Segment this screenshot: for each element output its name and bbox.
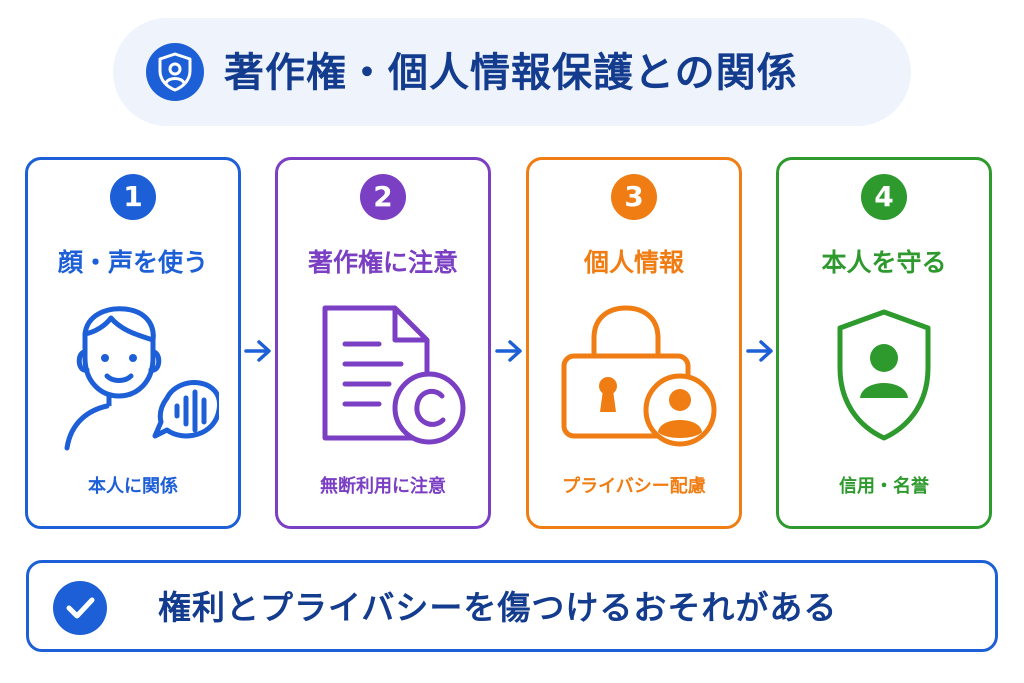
step-subtitle: 本人に関係 (88, 476, 178, 497)
user-shield-icon (146, 43, 204, 101)
step-title: 顔・声を使う (57, 248, 208, 277)
step-subtitle: プライバシー配慮 (562, 476, 706, 497)
face-voice-icon (49, 298, 222, 462)
copyright-document-icon (299, 298, 469, 462)
arrow-right-icon (746, 340, 773, 362)
step-title: 個人情報 (583, 248, 684, 277)
step-number-badge: 1 (110, 174, 156, 220)
shield-person-icon (800, 298, 970, 462)
step-title: 著作権に注意 (307, 248, 458, 277)
step-subtitle: 信用・名誉 (839, 476, 929, 497)
arrow-right-icon (495, 340, 522, 362)
lock-person-icon (550, 298, 720, 462)
step-number-badge: 2 (360, 174, 406, 220)
step-card-4: 4 本人を守る 信用・名誉 (776, 157, 992, 529)
step-card-3: 3 個人情報 プライバシー配慮 (526, 157, 742, 529)
step-number-badge: 3 (611, 174, 657, 220)
conclusion-text: 権利とプライバシーを傷つけるおそれがある (158, 588, 838, 627)
step-number-badge: 4 (861, 174, 907, 220)
page-title: 著作権・個人情報保護との関係 (224, 50, 798, 96)
conclusion-box (26, 560, 998, 652)
arrow-right-icon (244, 340, 271, 362)
step-subtitle: 無断利用に注意 (320, 476, 446, 497)
step-card-1: 1 顔・声を使う 本人に関係 (25, 157, 241, 529)
step-title: 本人を守る (821, 248, 947, 277)
title-banner (113, 18, 911, 126)
step-card-2: 2 著作権に注意 無断利用に注意 (275, 157, 491, 529)
check-circle-icon (53, 581, 107, 635)
